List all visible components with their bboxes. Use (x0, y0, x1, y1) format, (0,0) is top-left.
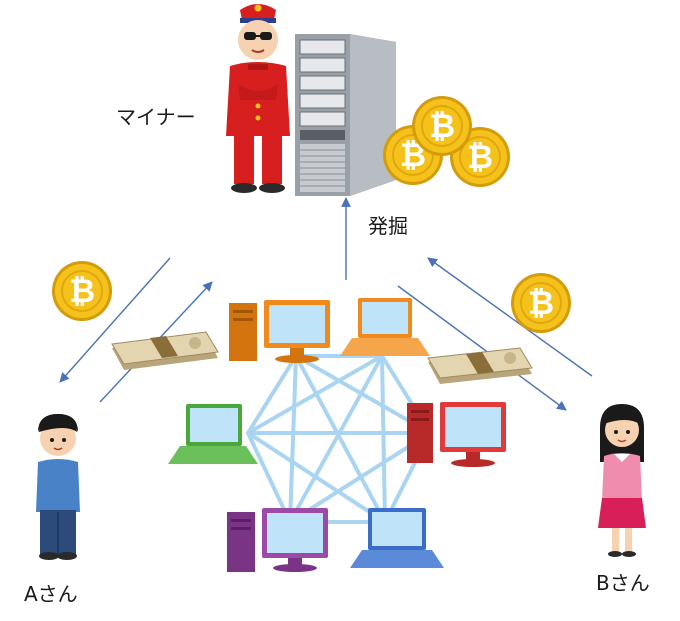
person-a-label: Aさん (24, 582, 78, 606)
banknote-bundle-icon (427, 347, 533, 384)
mining-label: 発掘 (368, 214, 408, 238)
coin-stack (382, 95, 511, 188)
arrow-to-network (427, 257, 593, 377)
banknote-bundle-icon (111, 331, 219, 370)
arrow-to-person-b (397, 285, 567, 411)
arrow-to-person-a (59, 257, 171, 383)
miner-label: マイナー (116, 105, 196, 129)
laptop-computer-icon (168, 404, 258, 464)
laptop-computer-icon (350, 508, 444, 568)
person-b-label: Bさん (596, 571, 650, 595)
desktop-computer-icon (229, 300, 330, 363)
desktop-computer-icon (227, 508, 328, 572)
laptop-computer-icon (340, 298, 430, 356)
server-rack-icon (295, 34, 396, 196)
bitcoin-coin-icon (510, 272, 572, 334)
network-links (246, 354, 432, 524)
bitcoin-coin-icon (51, 260, 113, 322)
bitcoin-coin-icon (411, 95, 473, 157)
desktop-computer-icon (407, 402, 506, 467)
miner-person-icon (226, 4, 290, 193)
man-person-icon (36, 414, 80, 560)
woman-person-icon (598, 404, 646, 557)
